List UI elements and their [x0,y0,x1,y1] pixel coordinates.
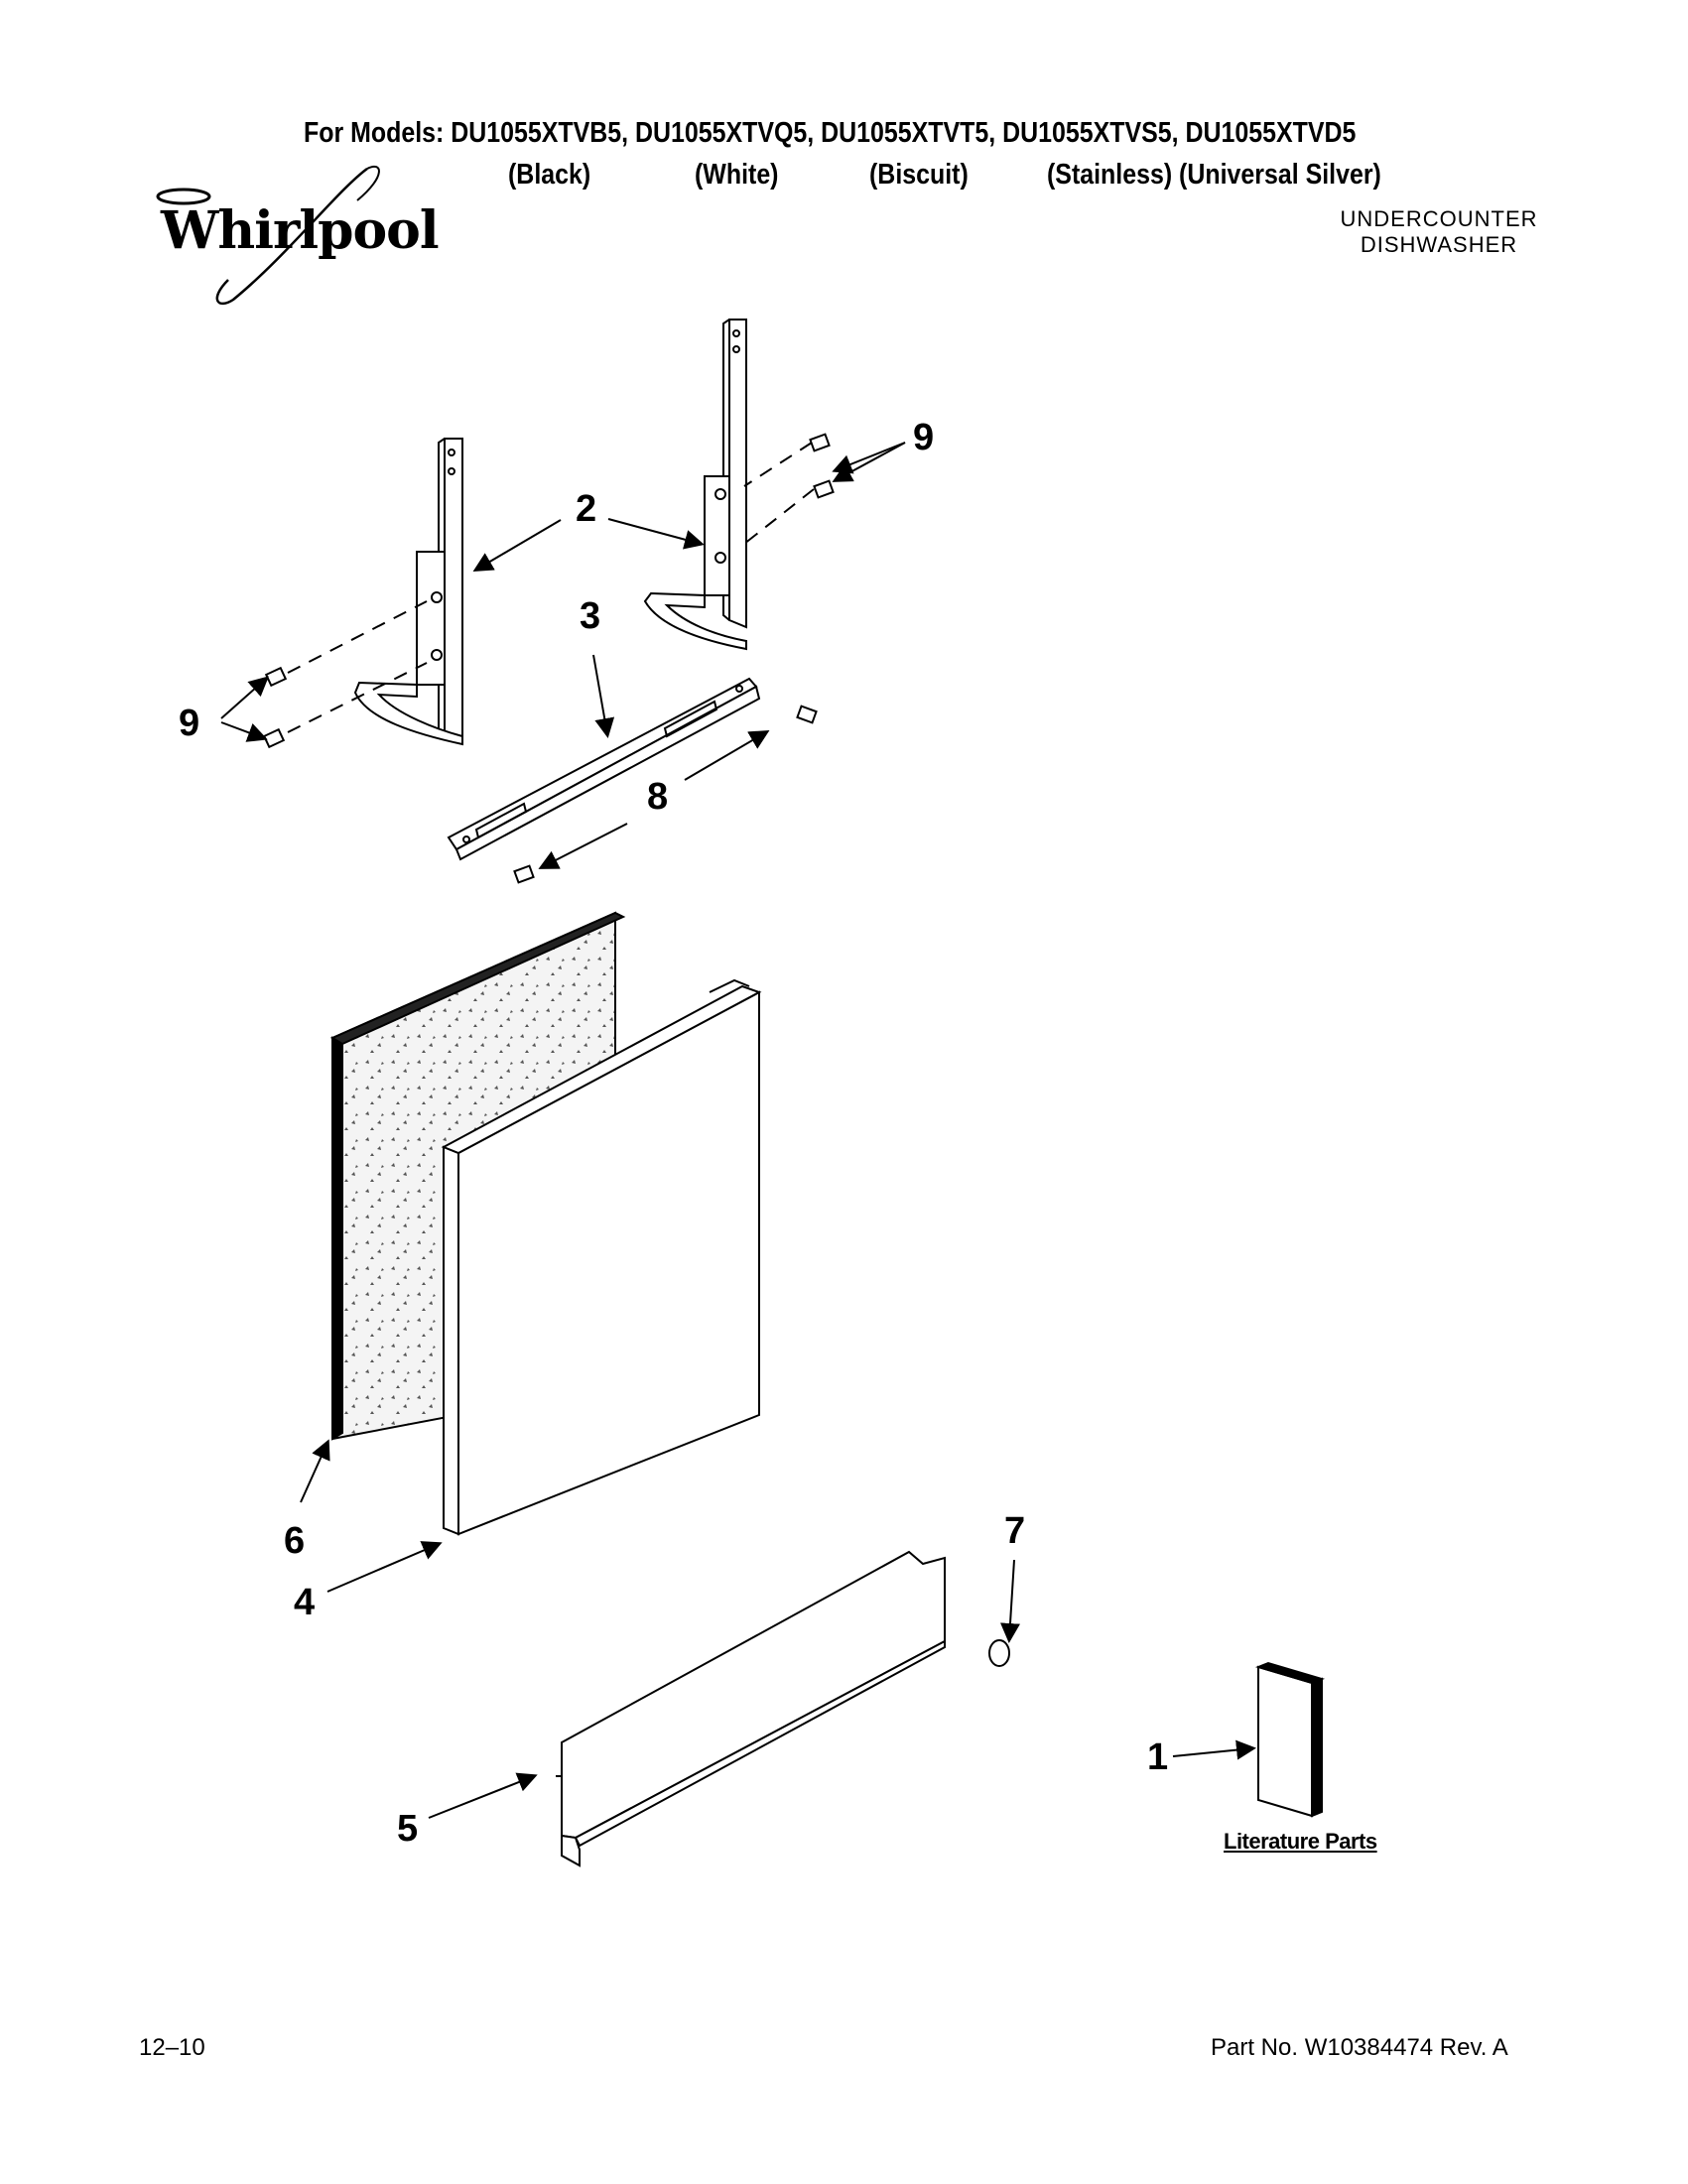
callout-5: 5 [397,1808,419,1850]
toe-kick-panel [556,1550,946,1867]
callout-9-top: 9 [913,417,935,458]
product-line-1: UNDERCOUNTER [1340,206,1538,231]
screws [262,433,1010,1667]
product-line-2: DISHWASHER [1360,232,1518,257]
callout-2: 2 [576,488,597,530]
callout-7: 7 [1004,1510,1026,1552]
models-line: For Models: DU1055XTVB5, DU1055XTVQ5, DU… [304,117,1357,149]
color-stainless-silver: (Stainless) (Universal Silver) [1047,159,1381,191]
callout-1: 1 [1147,1736,1169,1778]
door-panel [441,978,762,1536]
color-biscuit: (Biscuit) [869,159,969,191]
callout-9-left: 9 [179,703,200,744]
left-hinge-bracket [353,438,463,746]
callout-8: 8 [647,776,669,818]
footer-part-number: Part No. W10384474 Rev. A [1211,2034,1508,2061]
color-white: (White) [695,159,779,191]
callout-3: 3 [580,595,601,637]
callout-6: 6 [284,1520,306,1562]
brand-name: Whirlpool [161,200,440,261]
right-hinge-bracket [643,319,747,651]
literature-booklet [1254,1661,1326,1818]
whirlpool-logo: Whirlpool [139,161,440,310]
callout-4: 4 [294,1582,316,1623]
color-black: (Black) [508,159,591,191]
cross-support-bracket [447,677,761,861]
product-type: UNDERCOUNTER DISHWASHER [1310,206,1568,258]
literature-parts-label: Literature Parts [1224,1829,1377,1854]
footer-date: 12–10 [139,2034,205,2061]
